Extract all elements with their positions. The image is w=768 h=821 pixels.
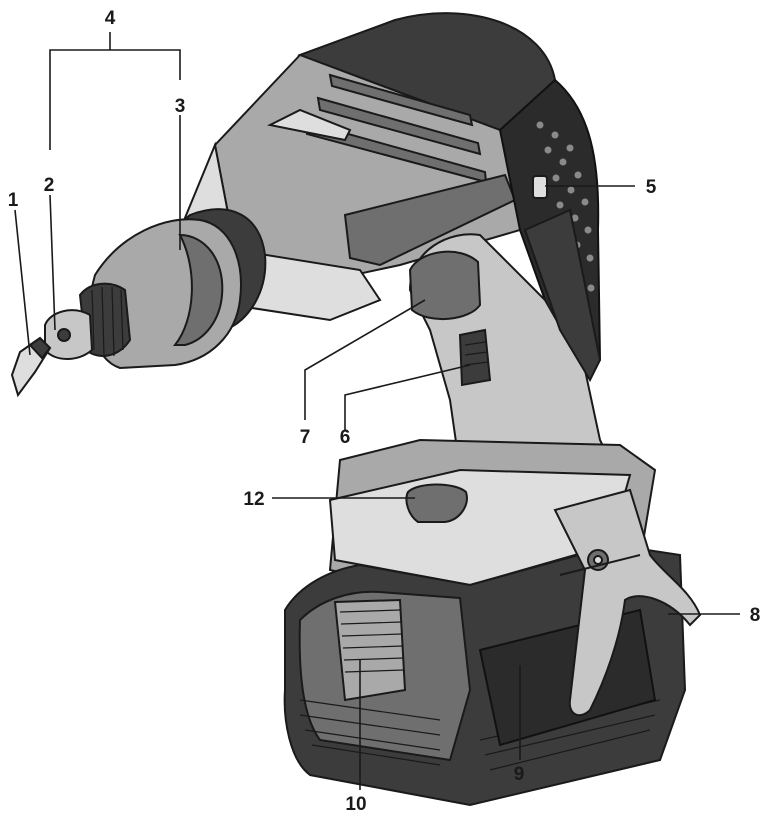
- battery-release-button: [405, 483, 468, 523]
- callout-6: 6: [340, 427, 351, 448]
- callout-1: 1: [8, 190, 19, 211]
- housing-side-band: [343, 173, 517, 267]
- callout-12: 12: [243, 489, 264, 510]
- bracket-4: [49, 49, 181, 150]
- charge-indicator: [333, 598, 407, 702]
- trigger: [408, 250, 482, 321]
- callout-5: 5: [646, 177, 657, 198]
- leader-lines: [14, 32, 740, 790]
- leader-7: [304, 299, 426, 420]
- callout-10: 10: [345, 794, 366, 815]
- callout-9: 9: [514, 764, 525, 785]
- leader-6: [344, 364, 471, 430]
- callout-8: 8: [750, 605, 761, 626]
- callout-2: 2: [44, 175, 55, 196]
- callout-7: 7: [300, 427, 311, 448]
- callout-labels: 4 2 3 1 5 7 6 12 8 10 9: [8, 8, 761, 815]
- tool-illustration: [10, 12, 702, 807]
- work-light: [532, 175, 548, 199]
- callout-4: 4: [105, 8, 116, 29]
- direction-switch: [458, 328, 492, 387]
- callout-3: 3: [175, 96, 186, 117]
- handle-side-insert: [523, 208, 602, 383]
- leader-1: [14, 209, 31, 356]
- belt-clip: [553, 488, 702, 717]
- leader-2: [49, 194, 56, 331]
